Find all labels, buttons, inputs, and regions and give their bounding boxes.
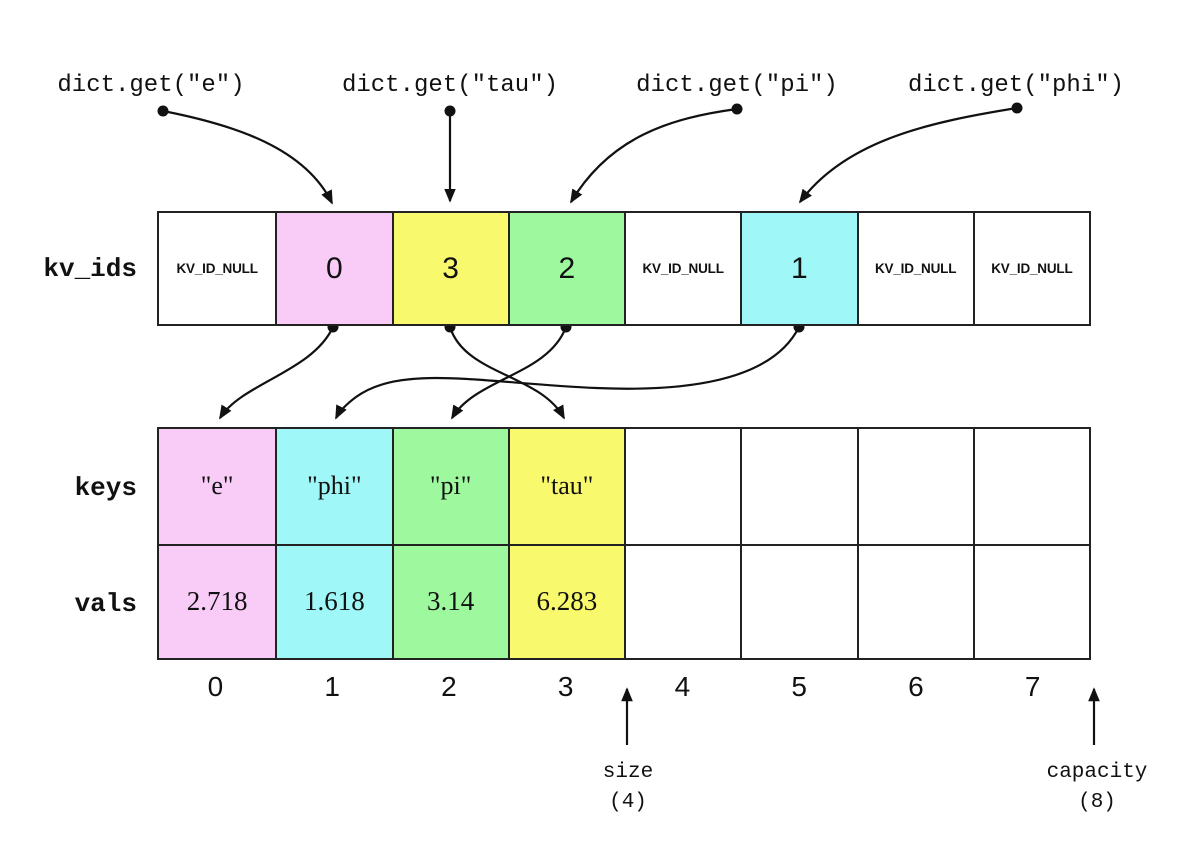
dot-get-e [157, 105, 169, 117]
kv-ids-cell-2-value: 3 [442, 251, 459, 285]
keys-cell-5 [740, 429, 857, 544]
kv-ids-cell-6: KV_ID_NULL [856, 213, 973, 324]
dot-get-pi [731, 103, 743, 115]
index-label-3: 3 [557, 671, 574, 702]
arrow-id3-to-keys3 [448, 326, 565, 420]
query-label-get-tau: dict.get("tau") [341, 72, 559, 99]
vals-cell-2-value: 3.14 [427, 586, 475, 617]
kv-ids-cell-3-value: 2 [558, 251, 576, 285]
keys-cell-3: "tau" [507, 429, 624, 544]
vals-cell-7 [972, 543, 1089, 658]
arrow-get-phi-to-slot5 [798, 106, 1018, 204]
kv-ids-cell-0-value: KV_ID_NULL [176, 261, 258, 276]
vals-cell-4 [624, 543, 741, 658]
arrow-get-e-to-slot1 [162, 109, 333, 205]
vals-cell-5 [740, 543, 857, 658]
keys-label: keys [74, 473, 137, 503]
arrow-id2-to-keys2 [451, 326, 568, 420]
arrow-id1-to-keys1 [335, 326, 800, 420]
index-label-7: 7 [1024, 671, 1041, 702]
kv-ids-cell-7: KV_ID_NULL [972, 213, 1089, 324]
keys-cell-3-value: "tau" [540, 471, 594, 501]
keys-vals-array: "e" "phi" "pi" "tau" 2.718 1.618 3.14 6.… [157, 427, 1091, 660]
kv-ids-cell-5-value: 1 [791, 251, 808, 285]
vals-label: vals [74, 589, 137, 619]
query-label-get-phi: dict.get("phi") [907, 72, 1125, 99]
kv-ids-cell-7-value: KV_ID_NULL [991, 261, 1073, 276]
kv-ids-cell-1-value: 0 [326, 251, 343, 285]
index-label-6: 6 [908, 671, 924, 702]
capacity-value: (8) [1078, 791, 1116, 814]
index-label-5: 5 [791, 671, 807, 702]
kv-ids-cell-4-value: KV_ID_NULL [642, 261, 724, 276]
size-label: size [602, 761, 654, 784]
arrow-get-pi-to-slot3 [570, 107, 738, 204]
vals-cell-1: 1.618 [275, 543, 392, 658]
keys-cell-1-value: "phi" [307, 471, 362, 501]
index-row: 0 1 2 3 4 5 6 7 [157, 671, 1091, 703]
dot-get-tau [444, 105, 456, 117]
keys-cell-1: "phi" [275, 429, 392, 544]
kv-ids-label: kv_ids [43, 254, 137, 284]
kv-ids-cell-1: 0 [275, 213, 392, 324]
vals-cell-6 [856, 543, 973, 658]
size-value: (4) [609, 791, 647, 814]
vals-cell-3-value: 6.283 [536, 586, 598, 617]
arrow-id0-to-keys0 [219, 326, 334, 420]
keys-cell-0-value: "e" [200, 471, 234, 501]
keys-cell-7 [972, 429, 1089, 544]
kv-ids-cell-3: 2 [507, 213, 624, 324]
kv-ids-cell-4: KV_ID_NULL [624, 213, 741, 324]
kv-ids-cell-2: 3 [391, 213, 508, 324]
keys-cell-4 [624, 429, 741, 544]
keys-cell-0: "e" [159, 429, 276, 544]
kv-ids-cell-5: 1 [740, 213, 857, 324]
query-label-get-e: dict.get("e") [57, 72, 245, 99]
vals-cell-0-value: 2.718 [186, 586, 248, 617]
vals-cell-0: 2.718 [159, 543, 276, 658]
query-label-get-pi: dict.get("pi") [636, 72, 838, 99]
vals-cell-1-value: 1.618 [304, 586, 365, 617]
kv-ids-cell-6-value: KV_ID_NULL [874, 261, 957, 276]
kv-ids-cell-0: KV_ID_NULL [159, 213, 276, 324]
capacity-label: capacity [1046, 761, 1148, 784]
vals-cell-3: 6.283 [507, 543, 624, 658]
index-label-1: 1 [324, 671, 340, 702]
keys-cell-6 [856, 429, 973, 544]
keys-cell-2: "pi" [391, 429, 508, 544]
index-label-4: 4 [674, 671, 691, 702]
dot-get-phi [1011, 102, 1023, 114]
kv-ids-array: KV_ID_NULL 0 3 2 KV_ID_NULL 1 KV_ID_NULL… [157, 211, 1091, 326]
index-label-0: 0 [207, 671, 224, 702]
vals-cell-2: 3.14 [391, 543, 508, 658]
index-label-2: 2 [441, 671, 457, 702]
keys-cell-2-value: "pi" [429, 471, 472, 501]
